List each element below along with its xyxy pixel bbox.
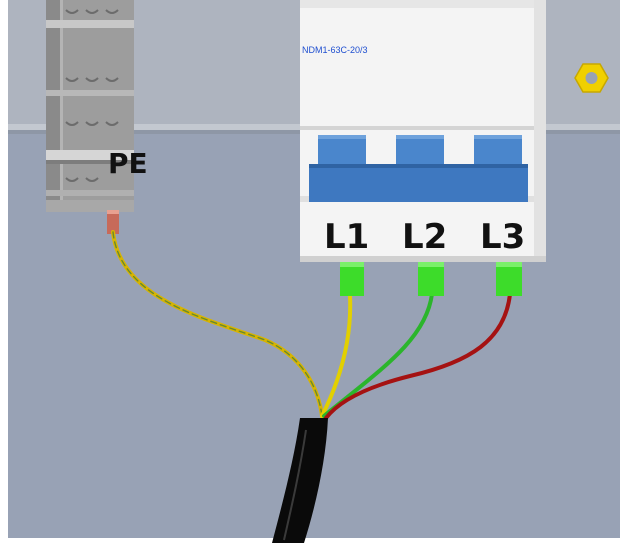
terminal-block (46, 0, 134, 212)
phase-ferrules (340, 262, 522, 296)
terminal-label-l1: L1 (324, 217, 370, 257)
wire-bundle (111, 230, 512, 420)
nut-icon (574, 63, 609, 93)
pe-ferrule (107, 210, 119, 234)
l1-wire (320, 294, 353, 418)
terminal-label-l3: L3 (480, 217, 526, 257)
terminal-label-l2: L2 (402, 217, 448, 257)
l3-wire (324, 292, 512, 420)
pe-label: PE (108, 147, 148, 180)
breaker-model-label: NDM1-63C-20/3 (302, 45, 368, 55)
breaker-toggle (309, 135, 528, 202)
black-cable (272, 418, 328, 543)
breaker (300, 0, 546, 262)
